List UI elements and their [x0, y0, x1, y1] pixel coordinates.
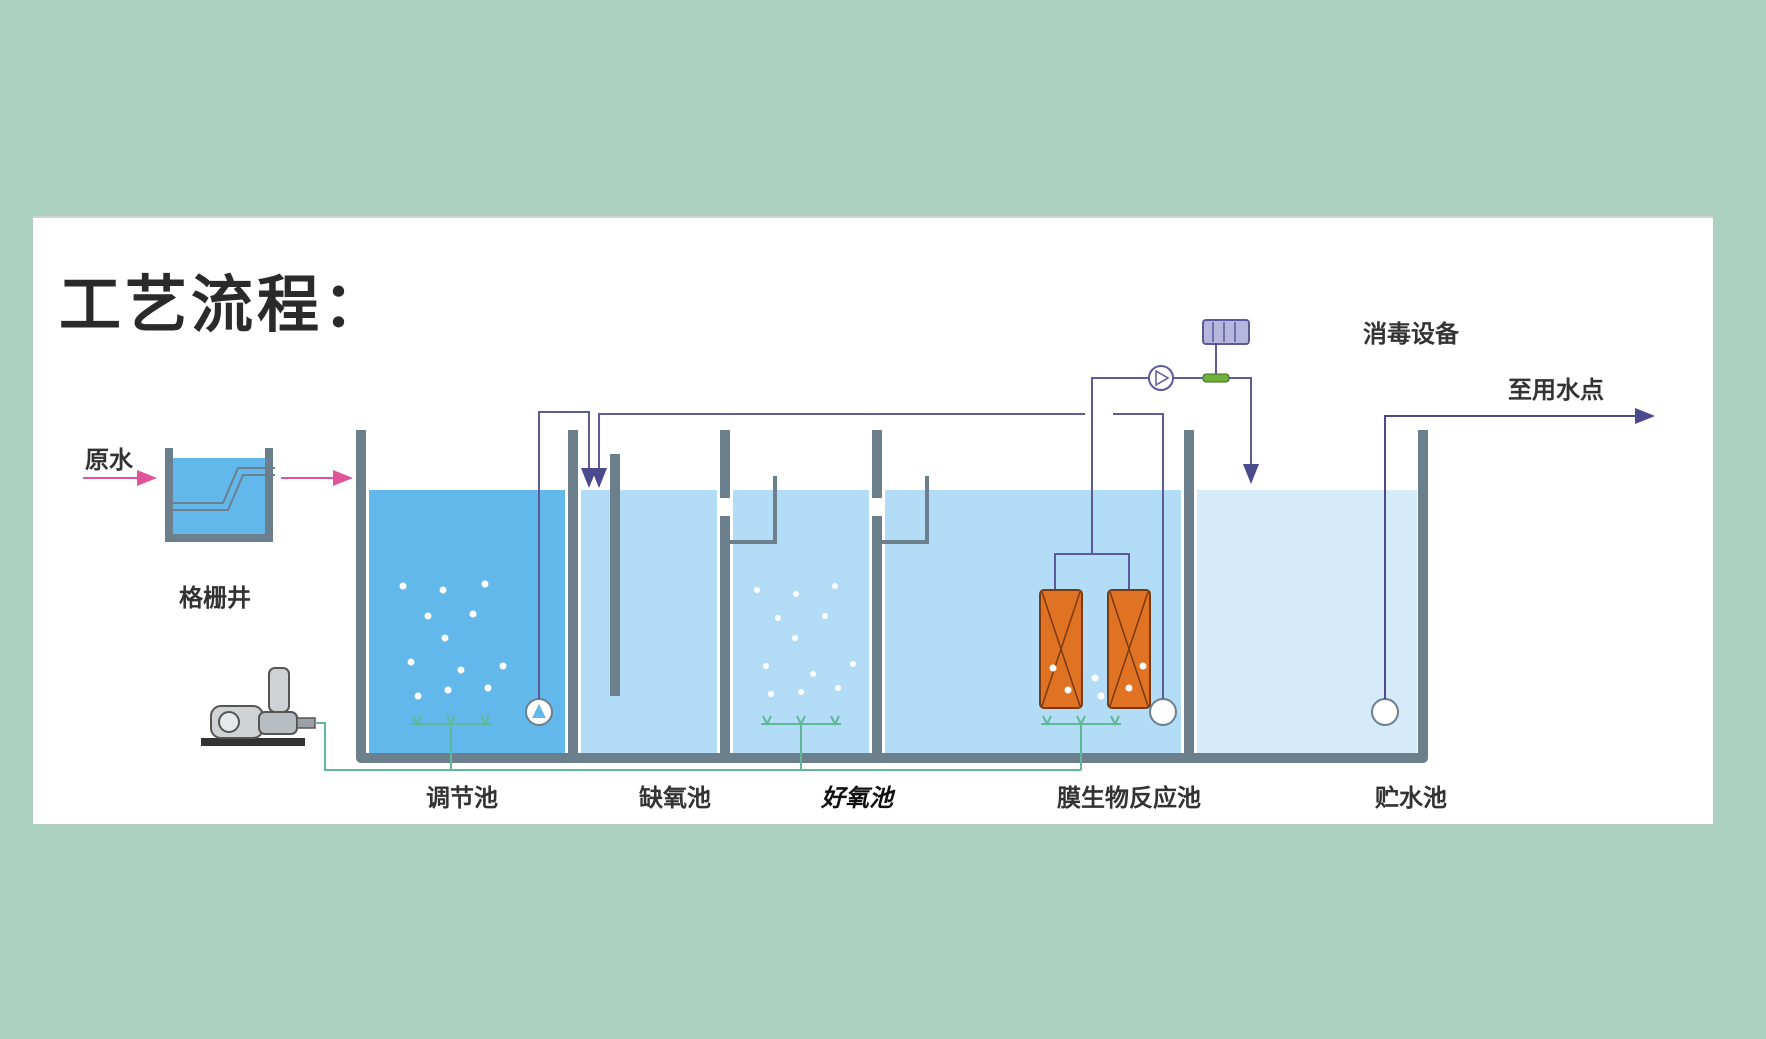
pump-storage-icon: [1371, 698, 1399, 726]
aerobic-water: [733, 490, 869, 754]
label-raw-water: 原水: [85, 445, 133, 474]
label-disinfection: 消毒设备: [1363, 319, 1459, 348]
label-screen-well: 格栅井: [179, 583, 251, 612]
pipe-sludge-return: [591, 413, 1085, 488]
process-panel: 工艺流程：: [33, 216, 1713, 824]
label-mbr-tank: 膜生物反应池: [1057, 783, 1201, 812]
diffuser-aerobic: [761, 715, 841, 770]
label-anoxic-tank: 缺氧池: [639, 783, 711, 812]
pump-equalization-icon: [525, 698, 553, 726]
permeate-line: [1091, 377, 1149, 424]
bubbles-membrane: [1049, 662, 1147, 700]
dosing-injector-icon: [1202, 373, 1230, 383]
membrane-header: [1054, 424, 1130, 590]
bubbles-aerobic: [754, 583, 856, 697]
pump-mbr-icon: [1149, 698, 1177, 726]
permeate-to-storage: [1173, 377, 1259, 484]
main-tank-wall: [356, 430, 1428, 763]
label-equalization-tank: 调节池: [426, 783, 498, 812]
screen-well: [165, 448, 275, 542]
pipe-mbr-return: [1113, 413, 1164, 699]
label-aerobic-tank: 好氧池: [821, 783, 893, 812]
label-to-use-point: 至用水点: [1508, 375, 1604, 404]
label-storage-tank: 贮水池: [1375, 783, 1447, 812]
diffuser-equalization: [411, 715, 491, 770]
pipe-equalization-to-anoxic: [538, 411, 597, 699]
outlet-pipe: [1384, 408, 1655, 699]
overflow-3: [877, 476, 929, 544]
bubbles-equalization: [399, 580, 507, 700]
disinfection-unit-icon: [1202, 319, 1250, 345]
overflow-2: [725, 476, 777, 544]
blower-icon: [201, 667, 316, 746]
process-diagram: [83, 319, 1655, 771]
air-main: [315, 722, 1081, 771]
membrane-module-1: [1039, 589, 1083, 709]
diffuser-mbr: [1041, 715, 1121, 770]
anoxic-water: [581, 490, 717, 754]
membrane-module-2: [1107, 589, 1151, 709]
suction-pump-icon: [1148, 365, 1174, 391]
page-title: 工艺流程：: [59, 268, 390, 341]
